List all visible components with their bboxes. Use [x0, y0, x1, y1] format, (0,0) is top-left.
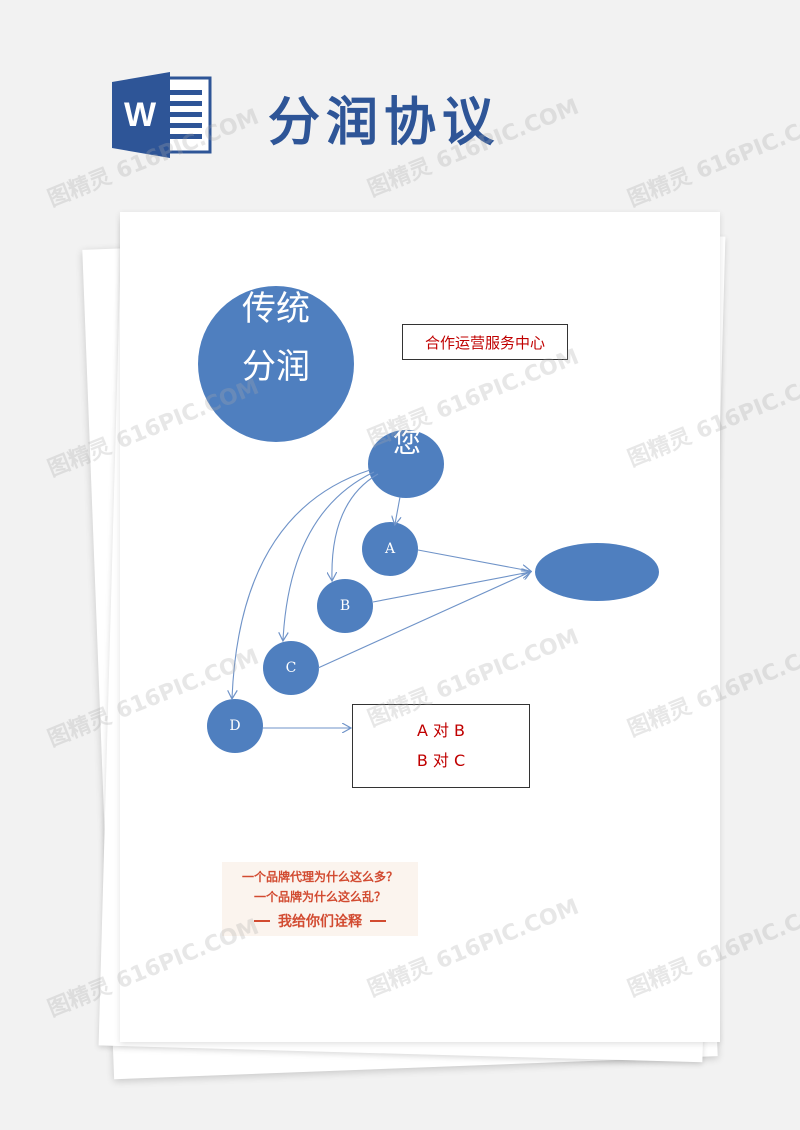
arrow-you-to-c [283, 471, 375, 640]
arrow-you-to-a [395, 496, 400, 524]
big-circle-text-2: 分润 [242, 347, 310, 387]
node-c-label: C [286, 660, 297, 676]
page-header: W 分润协议 [0, 0, 800, 200]
relation-box: A 对 B B 对 C [352, 704, 530, 788]
target-node [535, 543, 659, 601]
node-a-label: A [384, 541, 396, 557]
arrow-b-to-target [372, 572, 530, 603]
document-page: 传统 分润 您 A B C D 合作运营服务中心 A 对 B B 对 C 一个品… [120, 212, 720, 1042]
arrow-a-to-target [417, 549, 530, 571]
node-c [263, 641, 319, 695]
flow-diagram: 传统 分润 您 A B C D [198, 286, 659, 753]
document-title: 分润协议 [268, 92, 501, 153]
relation-line-2: B 对 C [416, 751, 466, 770]
you-node [368, 430, 444, 498]
dash-right [370, 920, 386, 922]
banner-line-3: 我给你们诠释 [278, 914, 362, 930]
dash-left [254, 920, 270, 922]
promo-banner: 一个品牌代理为什么这么多？ 一个品牌为什么这么乱？ 我给你们诠释 [222, 862, 418, 936]
arrow-you-to-d [232, 469, 371, 698]
svg-text:W: W [124, 96, 157, 134]
banner-line-2: 一个品牌为什么这么乱？ [253, 890, 386, 904]
banner-line-3-wrap: 我给你们诠释 [222, 911, 418, 931]
word-document-icon: W [112, 72, 212, 158]
node-b-label: B [340, 598, 350, 614]
relation-line-1: A 对 B [416, 721, 466, 740]
big-circle-node [198, 286, 354, 442]
banner-line-1: 一个品牌代理为什么这么多？ [241, 870, 398, 884]
node-b [317, 579, 373, 633]
node-d-label: D [229, 718, 240, 734]
arrow-c-to-target [317, 572, 530, 669]
service-center-box: 合作运营服务中心 [402, 324, 568, 360]
node-a [362, 522, 418, 576]
big-circle-text-1: 传统 [242, 289, 310, 329]
node-d [207, 699, 263, 753]
you-node-label: 您 [393, 426, 421, 459]
arrow-you-to-b [332, 473, 379, 580]
